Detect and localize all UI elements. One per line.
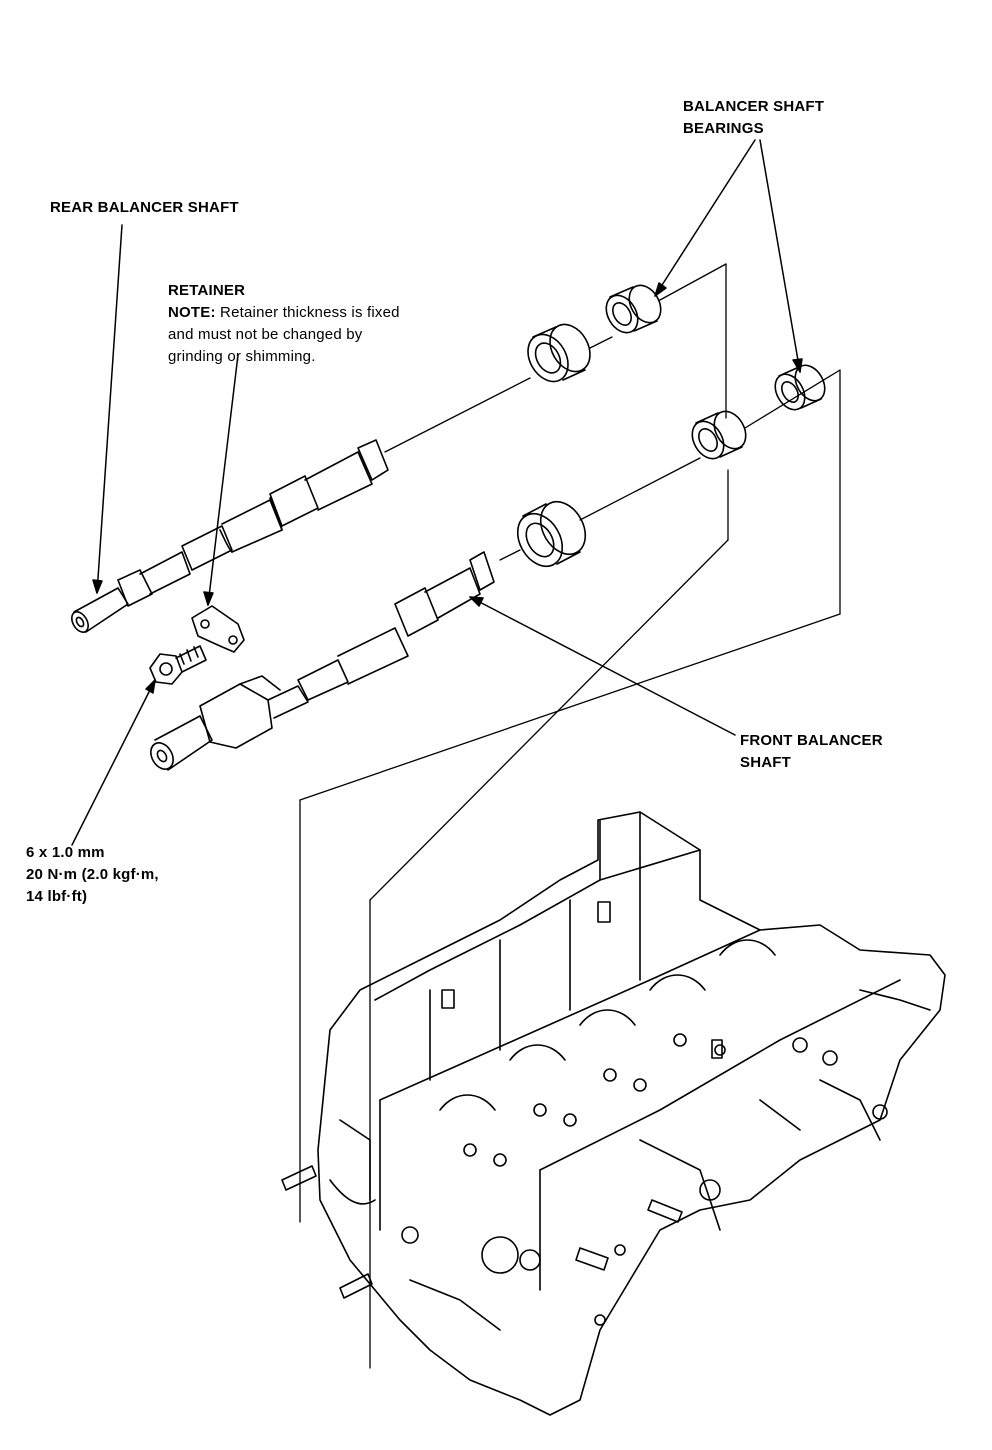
retainer-note-line-3: grinding or shimming. — [168, 348, 316, 365]
retainer-title: RETAINER — [168, 282, 246, 299]
retainer-note-text-1: Retainer thickness is fixed — [220, 304, 400, 321]
bearing-front-large — [516, 500, 587, 568]
flange-bolt — [149, 645, 207, 685]
balancer-shaft-bearings-label: BALANCER SHAFT BEARINGS — [683, 96, 824, 140]
rear-balancer-shaft-label: REAR BALANCER SHAFT — [50, 197, 239, 219]
bearing-rear-small — [605, 284, 662, 334]
retainer-plate — [191, 605, 245, 653]
bolt-torque-imperial: 14 lbf·ft) — [26, 888, 88, 905]
rear-balancer-shaft — [71, 439, 389, 633]
balancer-shaft-bearings-line-1: BALANCER SHAFT — [683, 98, 825, 115]
leader-lines — [71, 139, 803, 846]
balancer-shaft-bearings-line-2: BEARINGS — [683, 120, 764, 137]
front-balancer-shaft — [150, 551, 495, 771]
assembly-guide-lines — [299, 263, 841, 1369]
bearing-front-small — [691, 410, 747, 460]
retainer-note-prefix: NOTE: — [168, 304, 216, 321]
bolt-torque-metric: 20 N·m (2.0 kgf·m, — [26, 866, 159, 883]
front-balancer-shaft-label: FRONT BALANCER SHAFT — [740, 730, 883, 774]
retainer-note-line-1: NOTE: Retainer thickness is fixed — [168, 302, 400, 324]
front-balancer-shaft-line-1: FRONT BALANCER — [740, 732, 883, 749]
front-balancer-shaft-line-2: SHAFT — [740, 754, 791, 771]
bearing-far-right — [774, 364, 826, 411]
bolt-torque-spec-label: 6 x 1.0 mm 20 N·m (2.0 kgf·m, 14 lbf·ft) — [26, 842, 159, 908]
bearing-rear-large — [527, 323, 591, 383]
rear-balancer-shaft-text: REAR BALANCER SHAFT — [50, 199, 239, 216]
retainer-note-line-2: and must not be changed by — [168, 326, 363, 343]
bolt-size: 6 x 1.0 mm — [26, 844, 105, 861]
retainer-label: RETAINER NOTE: Retainer thickness is fix… — [168, 280, 400, 368]
engine-block — [281, 811, 946, 1416]
